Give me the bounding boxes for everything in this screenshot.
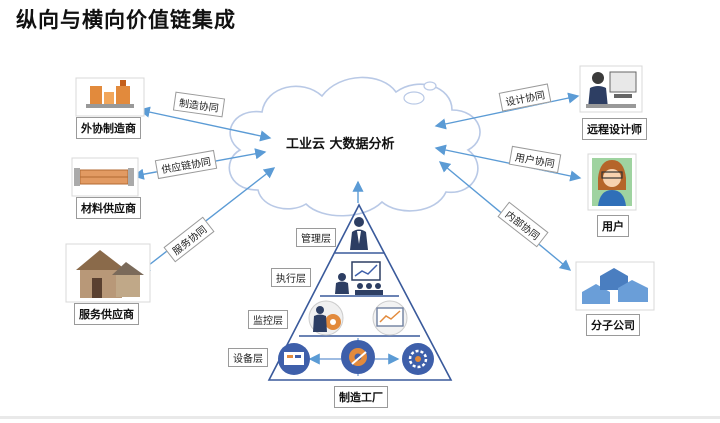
node-service: 服务供应商 (74, 303, 139, 325)
layer-monitoring: 监控层 (248, 310, 288, 329)
node-designer: 远程设计师 (582, 118, 647, 140)
factory-machine-icon (75, 77, 145, 117)
node-factory: 制造工厂 (334, 386, 388, 408)
manager-icon (350, 217, 368, 250)
device-panel-icon (278, 343, 310, 375)
node-user: 用户 (597, 215, 629, 237)
node-subsidiary: 分子公司 (586, 314, 640, 336)
gear-tool-icon (341, 340, 375, 374)
layer-device: 设备层 (228, 348, 268, 367)
layer-execution: 执行层 (271, 268, 311, 287)
buildings-icon (575, 261, 655, 311)
node-outsource: 外协制造商 (76, 117, 141, 139)
cloud-label: 工业云 大数据分析 (286, 137, 395, 152)
monitor-chart-icon (372, 300, 408, 336)
node-material: 材料供应商 (76, 197, 141, 219)
pipe-stock-icon (71, 157, 139, 197)
arrow-design (434, 92, 580, 130)
arrow-service (138, 167, 276, 273)
pyramid (267, 203, 453, 381)
house-service-icon (65, 243, 151, 303)
page-title: 纵向与横向价值链集成 (16, 8, 236, 32)
user-avatar-icon (587, 153, 637, 211)
arrow-manufacture (138, 106, 272, 142)
layer-management: 管理层 (296, 228, 336, 247)
designer-workstation-icon (579, 65, 643, 113)
gear-cog-icon (402, 343, 434, 375)
team-chart-icon (335, 261, 383, 295)
footer-divider (0, 416, 720, 419)
engineer-gear-icon (308, 300, 344, 336)
